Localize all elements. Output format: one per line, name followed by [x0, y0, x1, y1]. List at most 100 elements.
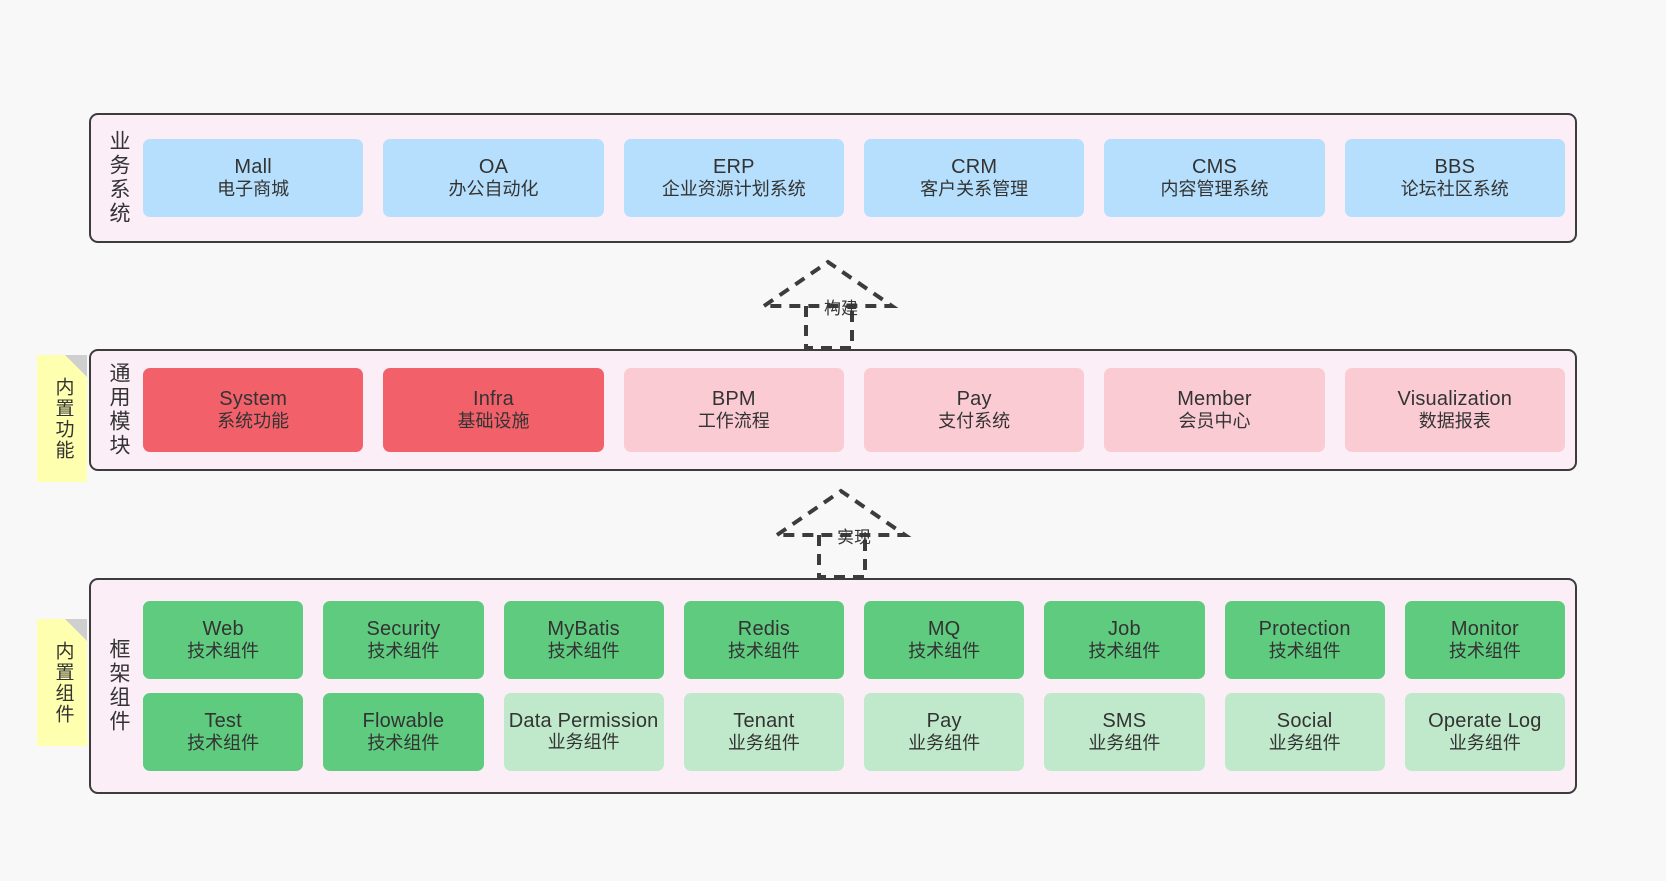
card-title-en: MQ — [927, 617, 961, 640]
card-title-en: MyBatis — [547, 617, 620, 640]
card-title-cn: 业务组件 — [547, 732, 620, 753]
card-title-en: Tenant — [733, 709, 795, 732]
card-title-en: Data Permission — [508, 710, 659, 733]
card-title-en: Protection — [1258, 617, 1351, 640]
card-title-en: BBS — [1434, 155, 1476, 178]
card-redis[interactable]: Redis 技术组件 — [683, 601, 844, 679]
note-fold-icon — [65, 355, 87, 377]
card-web[interactable]: Web 技术组件 — [143, 601, 304, 679]
card-title-en: Social — [1276, 709, 1333, 732]
card-title-en: System — [219, 387, 288, 410]
card-title-en: Web — [202, 617, 244, 640]
card-title-en: CMS — [1191, 155, 1237, 178]
card-title-en: ERP — [712, 155, 755, 178]
card-title-cn: 数据报表 — [1418, 411, 1491, 432]
card-pay-module[interactable]: Pay 支付系统 — [863, 368, 1085, 452]
card-title-cn: 技术组件 — [547, 641, 620, 662]
card-title-en: Redis — [737, 617, 790, 640]
card-title-en: Pay — [956, 387, 992, 410]
card-mall[interactable]: Mall 电子商城 — [143, 139, 364, 217]
card-title-en: Job — [1107, 617, 1141, 640]
note-builtin-function[interactable]: 内置功能 — [37, 355, 87, 482]
card-title-cn: 业务组件 — [1268, 733, 1341, 754]
card-title-cn: 内容管理系统 — [1160, 179, 1269, 200]
card-row: Test 技术组件 Flowable 技术组件 Data Permission … — [143, 693, 1565, 771]
card-title-cn: 技术组件 — [187, 733, 260, 754]
arrow-head-triangle — [757, 259, 899, 308]
card-row: Mall 电子商城 OA 办公自动化 ERP 企业资源计划系统 CRM 客户关系… — [143, 139, 1565, 217]
card-title-cn: 会员中心 — [1178, 411, 1251, 432]
card-erp[interactable]: ERP 企业资源计划系统 — [623, 139, 844, 217]
card-mybatis[interactable]: MyBatis 技术组件 — [503, 601, 664, 679]
card-member[interactable]: Member 会员中心 — [1104, 368, 1325, 452]
layer-framework-component-title: 框架组件 — [107, 638, 131, 734]
card-oa[interactable]: OA 办公自动化 — [383, 139, 604, 217]
card-title-en: Member — [1177, 387, 1252, 410]
card-data-permission[interactable]: Data Permission 业务组件 — [503, 693, 664, 771]
card-protection[interactable]: Protection 技术组件 — [1224, 601, 1385, 679]
card-job[interactable]: Job 技术组件 — [1044, 601, 1205, 679]
card-flowable[interactable]: Flowable 技术组件 — [323, 693, 484, 771]
card-title-cn: 业务组件 — [1448, 733, 1521, 754]
card-title-cn: 办公自动化 — [448, 179, 539, 200]
arrow-head-triangle — [770, 488, 912, 537]
card-bpm[interactable]: BPM 工作流程 — [623, 368, 844, 452]
connector-realize: 实现 — [770, 487, 955, 579]
card-social[interactable]: Social 业务组件 — [1224, 693, 1385, 771]
card-title-cn: 支付系统 — [938, 411, 1011, 432]
card-title-en: Flowable — [362, 709, 445, 732]
card-cms[interactable]: CMS 内容管理系统 — [1104, 139, 1325, 217]
card-title-cn: 技术组件 — [187, 641, 260, 662]
card-test[interactable]: Test 技术组件 — [143, 693, 304, 771]
layer-common-module-body: System 系统功能 Infra 基础设施 BPM 工作流程 Pay 支付系统… — [135, 359, 1565, 461]
card-bbs[interactable]: BBS 论坛社区系统 — [1344, 139, 1565, 217]
card-row: System 系统功能 Infra 基础设施 BPM 工作流程 Pay 支付系统… — [143, 368, 1565, 452]
card-pay-component[interactable]: Pay 业务组件 — [864, 693, 1025, 771]
card-title-cn: 技术组件 — [1268, 641, 1341, 662]
layer-business-system[interactable]: 业务系统 Mall 电子商城 OA 办公自动化 ERP 企业资源计划系统 CRM… — [89, 113, 1577, 243]
card-row: Web 技术组件 Security 技术组件 MyBatis 技术组件 Redi… — [143, 601, 1565, 679]
card-sms[interactable]: SMS 业务组件 — [1044, 693, 1205, 771]
card-title-cn: 客户关系管理 — [920, 179, 1029, 200]
note-builtin-component[interactable]: 内置组件 — [37, 619, 87, 746]
card-title-en: CRM — [951, 155, 998, 178]
card-title-en: BPM — [711, 387, 756, 410]
card-title-cn: 业务组件 — [727, 733, 800, 754]
card-security[interactable]: Security 技术组件 — [323, 601, 484, 679]
card-system[interactable]: System 系统功能 — [143, 368, 364, 452]
card-title-cn: 技术组件 — [1088, 641, 1161, 662]
card-title-cn: 业务组件 — [908, 733, 981, 754]
layer-common-module[interactable]: 通用模块 System 系统功能 Infra 基础设施 BPM 工作流程 Pay… — [89, 349, 1577, 471]
card-monitor[interactable]: Monitor 技术组件 — [1404, 601, 1565, 679]
note-fold-icon — [65, 619, 87, 641]
connector-build: 构建 — [757, 258, 942, 350]
card-title-en: Visualization — [1397, 387, 1513, 410]
arrow-shaft — [817, 535, 867, 579]
layer-common-module-title: 通用模块 — [107, 362, 131, 458]
layer-business-system-body: Mall 电子商城 OA 办公自动化 ERP 企业资源计划系统 CRM 客户关系… — [135, 123, 1565, 233]
card-crm[interactable]: CRM 客户关系管理 — [863, 139, 1085, 217]
card-infra[interactable]: Infra 基础设施 — [383, 368, 604, 452]
card-title-en: SMS — [1102, 709, 1147, 732]
card-title-cn: 基础设施 — [457, 411, 530, 432]
card-title-cn: 技术组件 — [367, 641, 440, 662]
card-title-en: Operate Log — [1428, 709, 1542, 732]
note-label: 内置组件 — [52, 640, 74, 725]
layer-business-system-title: 业务系统 — [107, 130, 131, 226]
card-operate-log[interactable]: Operate Log 业务组件 — [1404, 693, 1565, 771]
card-title-cn: 技术组件 — [908, 641, 981, 662]
card-title-cn: 技术组件 — [727, 641, 800, 662]
card-title-cn: 技术组件 — [367, 733, 440, 754]
card-title-en: Mall — [234, 155, 272, 178]
layer-framework-component[interactable]: 框架组件 Web 技术组件 Security 技术组件 MyBatis 技术组件… — [89, 578, 1577, 794]
card-title-cn: 论坛社区系统 — [1400, 179, 1509, 200]
card-visualization[interactable]: Visualization 数据报表 — [1344, 368, 1565, 452]
connector-realize-label: 实现 — [837, 528, 871, 547]
card-title-en: Test — [204, 709, 242, 732]
card-title-en: Infra — [472, 387, 514, 410]
card-tenant[interactable]: Tenant 业务组件 — [683, 693, 844, 771]
card-title-en: Pay — [926, 709, 962, 732]
layer-framework-component-body: Web 技术组件 Security 技术组件 MyBatis 技术组件 Redi… — [135, 588, 1565, 784]
card-mq[interactable]: MQ 技术组件 — [864, 601, 1025, 679]
